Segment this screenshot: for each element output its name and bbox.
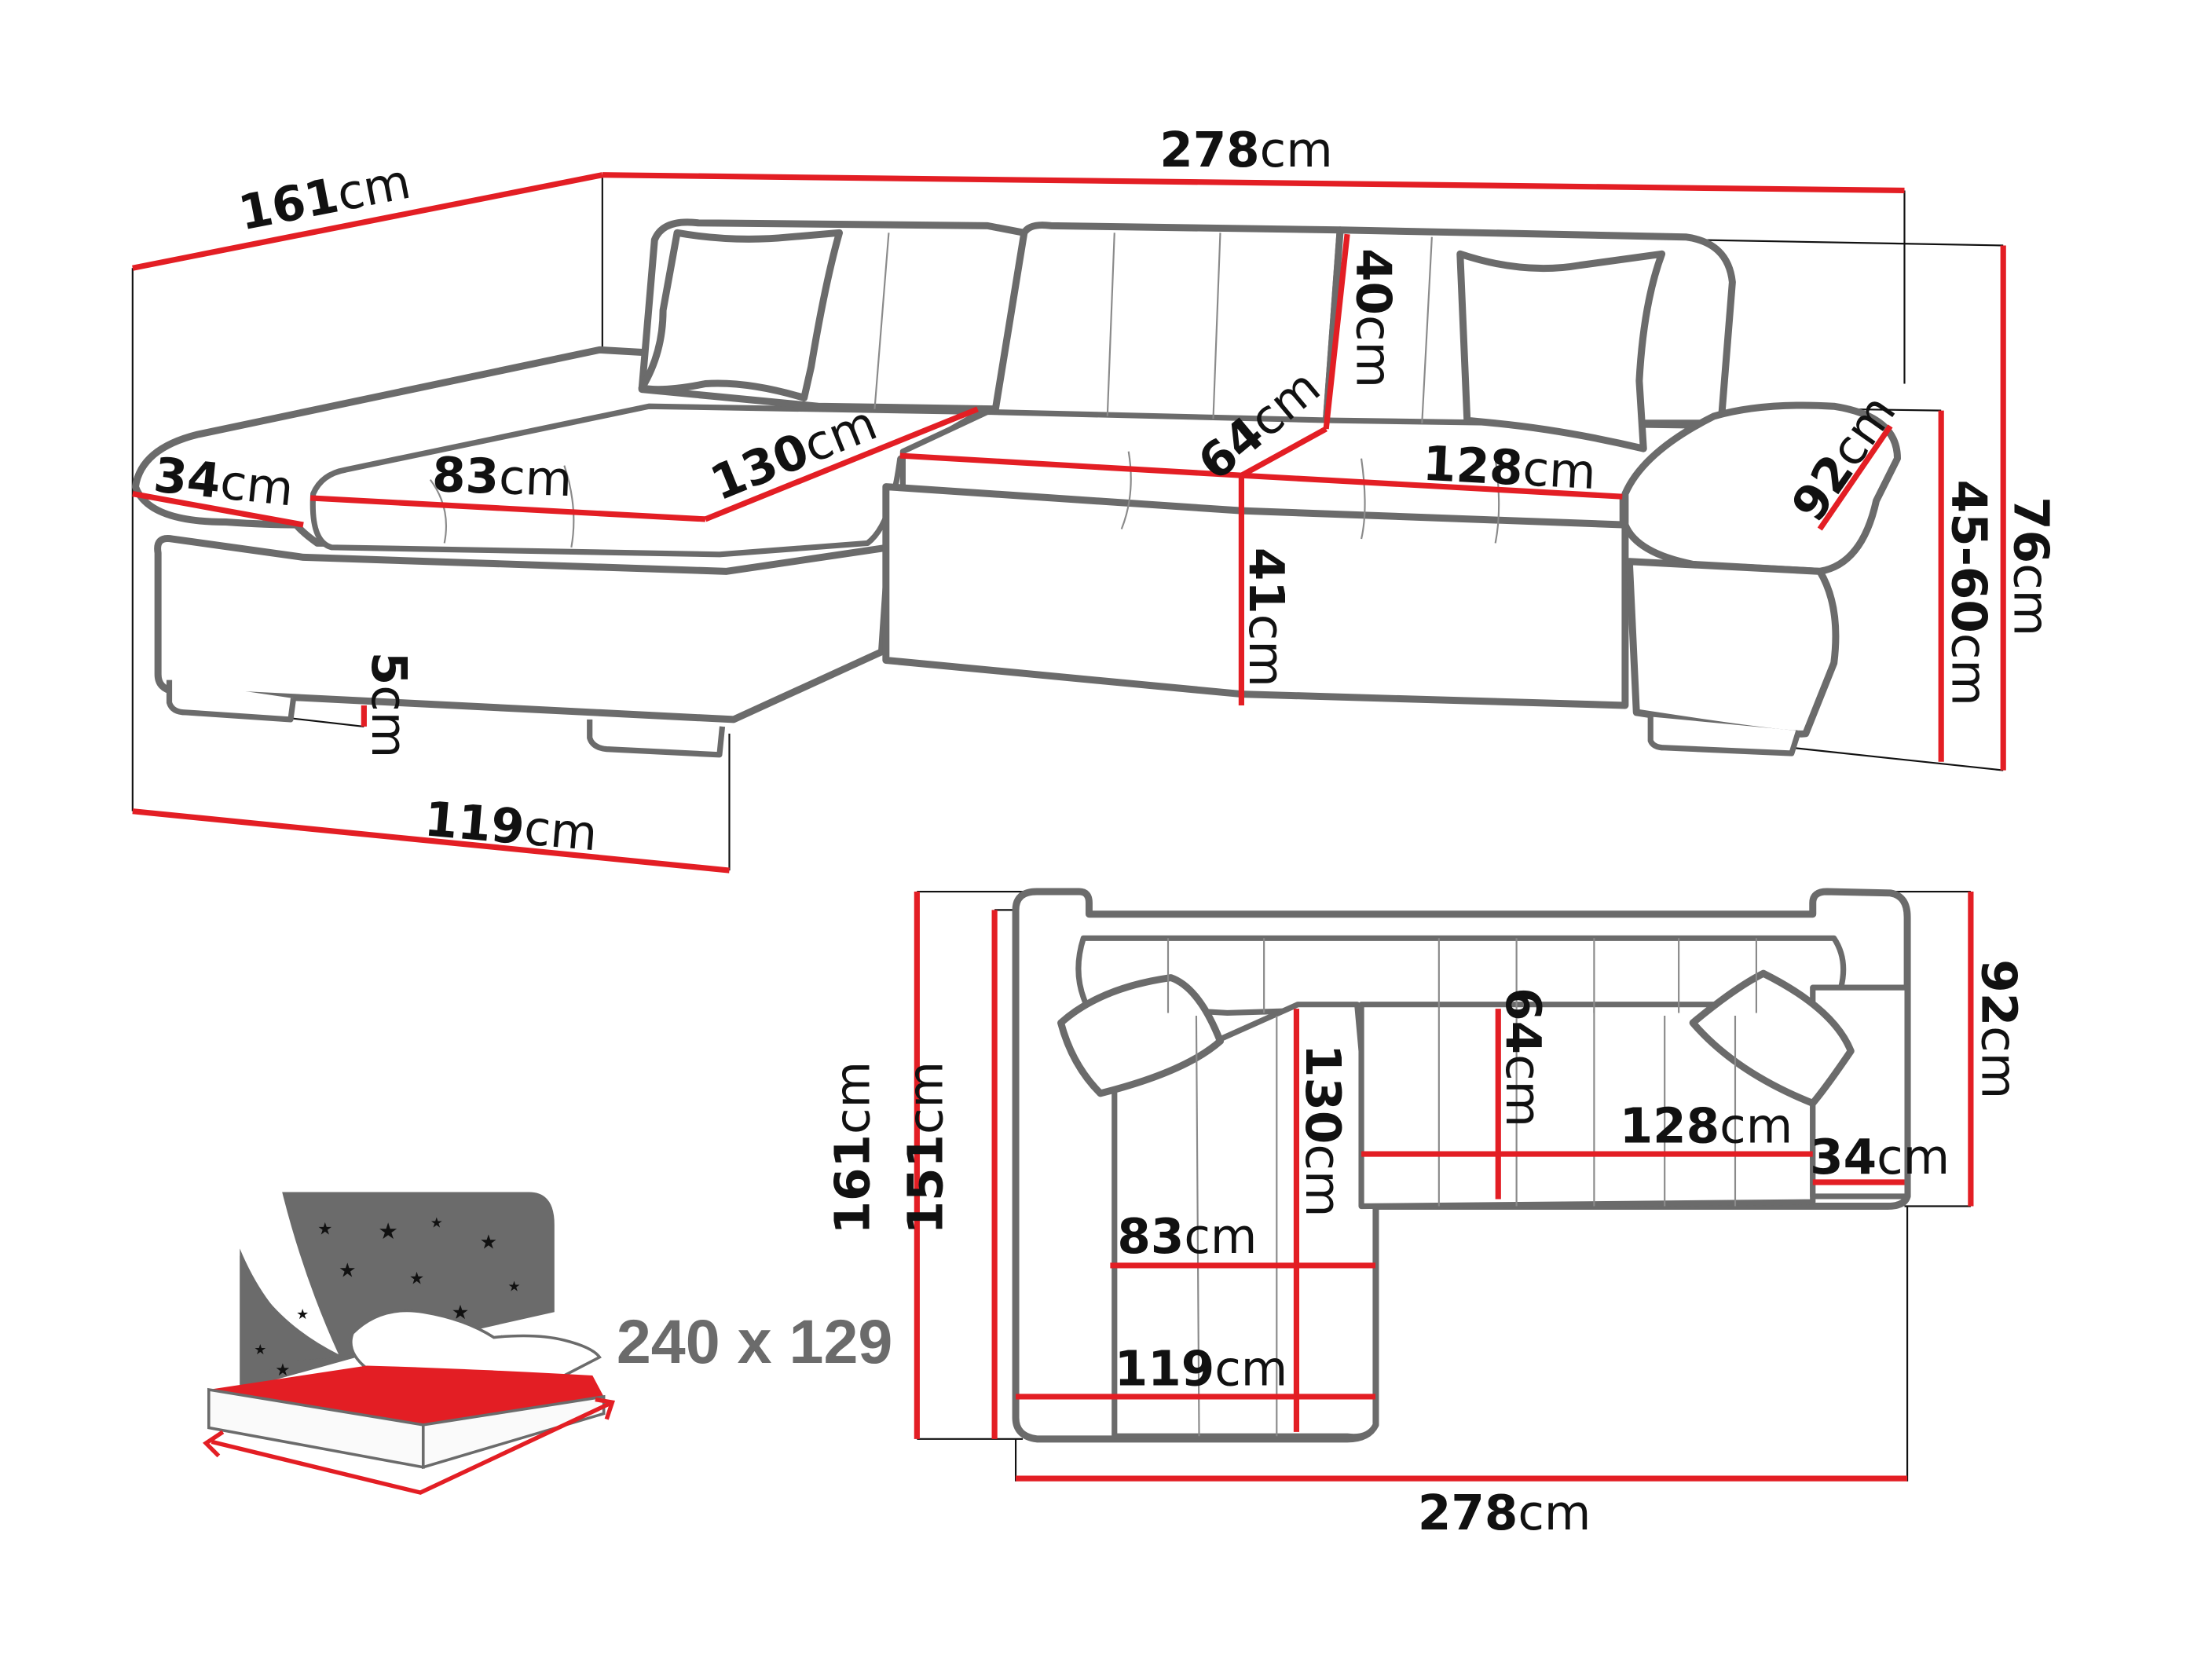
- svg-text:★: ★: [430, 1214, 443, 1231]
- label-45-60cm: 45-60cm: [1941, 480, 1997, 706]
- pillow-right: [1456, 250, 1666, 452]
- svg-text:★: ★: [296, 1306, 309, 1323]
- label-278cm: 278cm: [1159, 123, 1332, 178]
- top-view: 161cm 151cm 130cm 64cm 92cm 128cm 34cm 8…: [825, 888, 2026, 1541]
- svg-text:★: ★: [275, 1361, 290, 1380]
- label-top-119cm: 119cm: [1115, 1342, 1287, 1397]
- label-top-64cm: 64cm: [1495, 987, 1551, 1127]
- label-top-130cm: 130cm: [1295, 1044, 1350, 1217]
- svg-text:★: ★: [452, 1301, 470, 1324]
- svg-text:★: ★: [378, 1218, 398, 1244]
- sleeping-area-size: 240 x 129: [617, 1306, 893, 1376]
- stars-icon: ★ ★ ★ ★ ★ ★ ★ ★ ★ ★ ★ ★ ★: [254, 1214, 520, 1380]
- label-5cm: 5cm: [361, 652, 416, 759]
- perspective-view: 161cm 278cm 34cm 83cm 130cm 64cm 40cm 12…: [131, 123, 2059, 874]
- label-top-83cm: 83cm: [1117, 1209, 1257, 1265]
- pillow-top-left: [1057, 974, 1224, 1097]
- svg-text:★: ★: [480, 1230, 498, 1253]
- label-top-151cm: 151cm: [899, 1061, 954, 1234]
- label-41cm: 41cm: [1238, 548, 1294, 687]
- label-83cm: 83cm: [431, 447, 573, 507]
- pillow-left: [638, 229, 844, 401]
- dimension-labels-top: 161cm 151cm 130cm 64cm 92cm 128cm 34cm 8…: [825, 959, 2026, 1541]
- svg-text:★: ★: [254, 1342, 266, 1358]
- label-128cm: 128cm: [1422, 436, 1598, 500]
- svg-text:★: ★: [317, 1219, 332, 1239]
- label-76cm: 76cm: [2003, 496, 2059, 636]
- label-top-34cm: 34cm: [1810, 1130, 1950, 1185]
- label-34cm: 34cm: [151, 447, 295, 517]
- sleeping-area: ★ ★ ★ ★ ★ ★ ★ ★ ★ ★ ★ ★ ★: [202, 1192, 893, 1495]
- dimension-lines-perspective: [132, 172, 2006, 874]
- label-top-92cm: 92cm: [1970, 959, 2026, 1099]
- label-top-128cm: 128cm: [1620, 1099, 1793, 1155]
- pillow-top-right: [1689, 969, 1855, 1107]
- svg-text:★: ★: [508, 1278, 521, 1295]
- label-top-278cm: 278cm: [1418, 1485, 1591, 1541]
- dimension-lines-top: [914, 892, 1974, 1482]
- svg-text:★: ★: [409, 1269, 424, 1288]
- label-40cm: 40cm: [1346, 248, 1401, 388]
- label-119cm: 119cm: [422, 791, 599, 862]
- label-top-161cm: 161cm: [825, 1061, 881, 1234]
- bed-icon: ★ ★ ★ ★ ★ ★ ★ ★ ★ ★ ★ ★ ★: [202, 1192, 615, 1495]
- svg-text:★: ★: [339, 1258, 357, 1281]
- sofa-perspective-drawing: [131, 218, 1901, 758]
